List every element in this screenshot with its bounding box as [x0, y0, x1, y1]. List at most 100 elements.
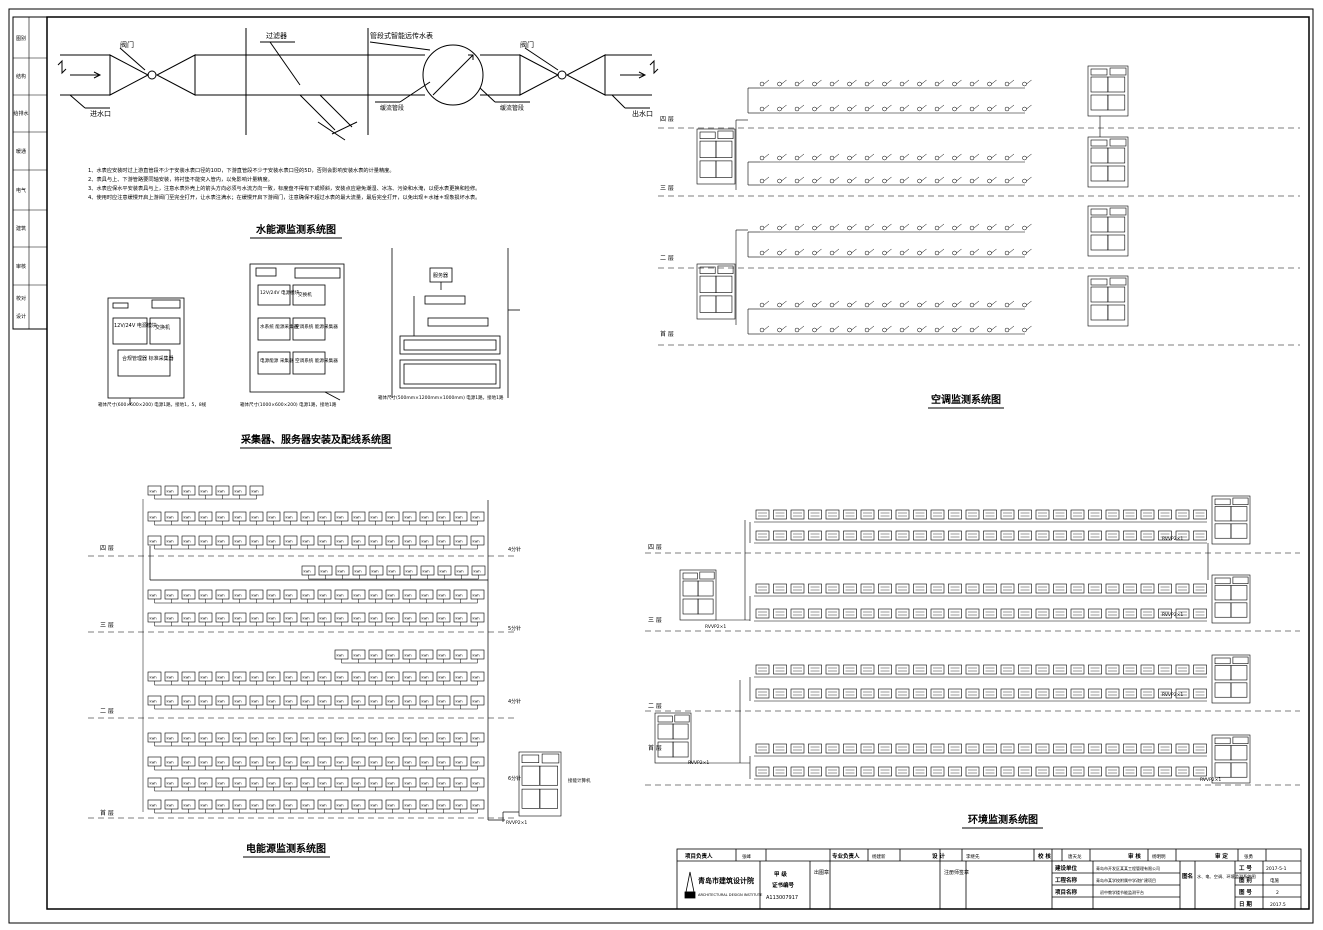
kwh-meter: kwh: [164, 756, 179, 770]
env-sensor: [1175, 664, 1190, 675]
kwh-meter-label: kwh: [456, 761, 463, 765]
ac-sensor: [882, 325, 892, 333]
env-sensor: [790, 583, 805, 594]
env-sensor: [948, 530, 962, 541]
env-sensor: [808, 743, 822, 754]
tb-right-label: 图 号: [1239, 888, 1252, 896]
ac-sensor: [794, 300, 805, 308]
box2-label: 12V/24V 电源模块: [260, 289, 300, 296]
kwh-meter: kwh: [164, 695, 179, 709]
ac-sensor: [952, 325, 962, 333]
ac-sensor: [899, 300, 910, 308]
kwh-meter: kwh: [419, 799, 434, 813]
strip-label: 审核: [16, 263, 26, 270]
env-sensor: [1123, 509, 1137, 520]
kwh-meter: kwh: [436, 589, 451, 603]
kwh-meter-label: kwh: [320, 700, 327, 704]
kwh-meter-label: kwh: [422, 804, 429, 808]
env-floor-label: 首 层: [648, 744, 662, 752]
env-sensor: [895, 583, 910, 594]
kwh-meter-label: kwh: [150, 676, 157, 680]
kwh-meter-label: kwh: [439, 540, 446, 544]
env-sensor: [755, 509, 770, 520]
kwh-meter: kwh: [147, 799, 162, 813]
kwh-meter-label: kwh: [252, 540, 259, 544]
kwh-meter-label: kwh: [456, 700, 463, 704]
kwh-meter-label: kwh: [337, 516, 344, 520]
env-sensor: [1105, 766, 1120, 777]
kwh-meter: kwh: [249, 511, 264, 525]
tb-label: 审 核: [1128, 852, 1141, 860]
tb-right-label: 图 别: [1239, 876, 1252, 884]
kwh-meter-label: kwh: [269, 516, 276, 520]
ac-sensor: [777, 300, 787, 308]
kwh-meter: kwh: [283, 799, 298, 813]
kwh-meter: kwh: [419, 511, 434, 525]
ac-sensor: [917, 153, 927, 161]
env-sensor: [965, 688, 980, 699]
ac-sensor: [794, 176, 805, 184]
kwh-meter-label: kwh: [320, 782, 327, 786]
env-sensor: [790, 530, 805, 541]
kwh-meter-label: kwh: [235, 516, 242, 520]
kwh-meter-label: kwh: [422, 654, 429, 658]
env-sensor: [773, 583, 787, 594]
kwh-meter: kwh: [198, 799, 213, 813]
kwh-meter: kwh: [334, 799, 349, 813]
env-sensor: [948, 766, 962, 777]
env-sensor: [1175, 530, 1190, 541]
env-sensor: [983, 743, 997, 754]
env-sensor: [1140, 608, 1155, 619]
env-sensor: [1000, 583, 1015, 594]
valve-left-label: 阀门: [120, 40, 134, 49]
kwh-meter: kwh: [317, 799, 332, 813]
env-sensor: [1175, 766, 1190, 777]
env-sensor: [1105, 530, 1120, 541]
tb-label: 校 核: [1038, 852, 1051, 860]
kwh-meter-label: kwh: [201, 804, 208, 808]
kwh-meter: kwh: [334, 612, 349, 626]
ac-sensor: [952, 176, 962, 184]
kwh-meter-label: kwh: [269, 737, 276, 741]
env-sensor: [1105, 608, 1120, 619]
env-sensor: [948, 608, 962, 619]
kwh-meter: kwh: [232, 799, 247, 813]
ac-sensor: [777, 153, 787, 161]
env-sensor: [773, 766, 787, 777]
kwh-meter: kwh: [283, 589, 298, 603]
env-sensor: [1070, 664, 1085, 675]
env-sensor: [913, 530, 927, 541]
kwh-meter-label: kwh: [218, 782, 225, 786]
ac-sensor: [829, 153, 840, 161]
env-sensor: [1158, 766, 1172, 777]
kwh-meter-label: kwh: [235, 761, 242, 765]
kwh-meter: kwh: [300, 511, 315, 525]
ac-sensor: [759, 223, 770, 231]
kwh-meter: kwh: [301, 565, 316, 579]
elec-side-label: 6分针: [508, 775, 521, 782]
env-sensor: [1123, 583, 1137, 594]
kwh-meter: kwh: [402, 671, 417, 685]
env-sensor: [825, 664, 840, 675]
ac-sensor: [934, 248, 945, 256]
kwh-meter-label: kwh: [184, 804, 191, 808]
kwh-meter-label: kwh: [406, 570, 413, 574]
env-sensor: [755, 583, 770, 594]
kwh-meter: kwh: [368, 649, 383, 663]
ac-sensor: [864, 176, 875, 184]
box3-caption: 箱体尺寸(500mm×1200mm×1000mm) 电源1路，接地1路: [378, 394, 504, 401]
env-sensor: [1053, 743, 1067, 754]
kwh-meter: kwh: [181, 671, 196, 685]
kwh-meter: kwh: [215, 535, 230, 549]
kwh-meter-label: kwh: [473, 516, 480, 520]
kwh-meter-label: kwh: [337, 782, 344, 786]
kwh-meter-label: kwh: [303, 540, 310, 544]
kwh-meter: kwh: [164, 732, 179, 746]
env-cable-label: RVVP2×1: [705, 624, 726, 630]
kwh-meter: kwh: [470, 535, 485, 549]
kwh-meter-label: kwh: [456, 804, 463, 808]
ac-sensor: [952, 248, 962, 256]
env-sensor: [930, 688, 945, 699]
electric-meter-diagram: kwh kwh kwh kwh kwh kwh kwh kwh kwh kwh kwh kwh kwh k…: [88, 485, 562, 822]
kwh-meter: kwh: [198, 777, 213, 791]
